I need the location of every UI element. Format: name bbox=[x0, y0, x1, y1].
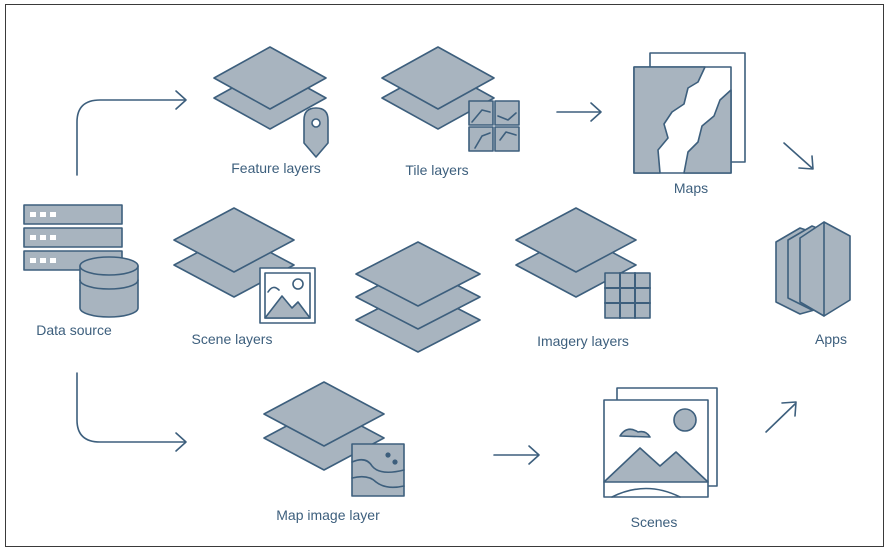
map-icon bbox=[633, 52, 746, 174]
arrow-to-scenes bbox=[493, 445, 540, 465]
scene-icon bbox=[603, 387, 718, 498]
database-icon bbox=[79, 256, 139, 318]
feature-layers-label: Feature layers bbox=[231, 160, 321, 176]
scenes-label: Scenes bbox=[630, 514, 678, 530]
imagery-layers-label: Imagery layers bbox=[537, 333, 629, 349]
map-image-layer-icon bbox=[263, 381, 405, 497]
arrow-to-map-image-layer bbox=[76, 372, 187, 452]
scene-layers-label: Scene layers bbox=[191, 331, 273, 347]
arrow-scenes-to-apps bbox=[765, 401, 797, 433]
imagery-layers-icon bbox=[515, 207, 651, 319]
layers-stack-icon bbox=[355, 241, 481, 353]
tile-layers-label: Tile layers bbox=[405, 162, 469, 178]
tile-layers-icon bbox=[381, 46, 520, 152]
arrow-maps-to-apps bbox=[783, 142, 814, 170]
arrow-to-feature-layers bbox=[76, 90, 187, 176]
apps-icon bbox=[775, 221, 851, 317]
map-image-layer-label: Map image layer bbox=[276, 507, 380, 523]
scene-layers-icon bbox=[173, 207, 316, 324]
diagram-frame bbox=[5, 4, 884, 547]
data-source-label: Data source bbox=[36, 322, 112, 338]
arrow-to-maps bbox=[556, 102, 602, 122]
maps-label: Maps bbox=[673, 180, 709, 196]
feature-layers-icon bbox=[213, 46, 329, 158]
apps-label: Apps bbox=[815, 331, 847, 347]
